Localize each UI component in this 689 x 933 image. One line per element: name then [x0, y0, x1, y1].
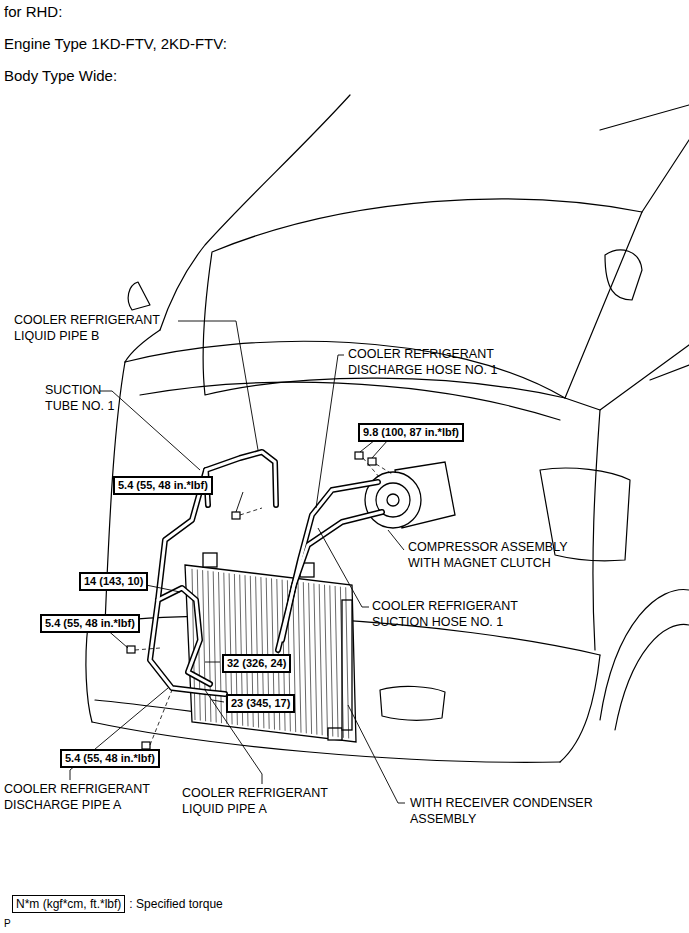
torque-box: 32 (326, 24)	[222, 654, 291, 673]
wheel	[615, 624, 689, 730]
heading-note: Body Type Wide:	[4, 68, 117, 84]
figure-code: P	[4, 916, 11, 932]
condenser-core	[185, 565, 356, 742]
part-name: COOLER REFRIGERANT LIQUID PIPE A	[182, 785, 350, 817]
fog-lamp	[380, 686, 445, 720]
bolt	[232, 512, 240, 519]
bolt	[142, 742, 150, 749]
torque-box: 14 (143, 10)	[79, 572, 148, 591]
fin-line	[319, 584, 322, 735]
roof-line	[600, 105, 689, 130]
pillar	[642, 140, 689, 212]
part-name: WITH RECEIVER CONDENSER ASSEMBLY	[410, 795, 622, 827]
leader-line	[205, 662, 220, 663]
suction-tube	[150, 470, 225, 694]
leader-line	[348, 705, 405, 803]
fin-line	[340, 587, 343, 738]
leader-line	[316, 355, 344, 508]
fin-line	[309, 583, 312, 734]
part-name: COOLER REFRIGERANT DISCHARGE PIPE A	[4, 781, 172, 813]
torque-value: 9.8 (100, 87 in.*lbf)	[363, 426, 459, 438]
fin-line	[203, 570, 206, 721]
bolt-axis	[135, 648, 160, 650]
liquid-pipe-a	[158, 588, 210, 684]
leader-line	[388, 530, 404, 550]
door-front	[593, 410, 600, 650]
heading-note: for RHD:	[4, 4, 62, 20]
torque-value: 14 (143, 10)	[84, 575, 143, 587]
mirror-left	[128, 282, 150, 310]
torque-box: 5.4 (55, 48 in.*lbf)	[40, 614, 140, 633]
bolt	[127, 646, 135, 653]
bolt-axis	[363, 458, 392, 478]
bumper-right	[560, 655, 600, 762]
part-name: SUCTION TUBE NO. 1	[45, 382, 137, 414]
fin-line	[330, 585, 333, 736]
torque-value: 23 (345, 17)	[231, 697, 290, 709]
bolt-axis	[240, 508, 262, 515]
part-name: COOLER REFRIGERANT LIQUID PIPE B	[14, 312, 179, 344]
fin-line	[192, 569, 195, 720]
fin-line	[219, 572, 222, 723]
torque-box: 9.8 (100, 87 in.*lbf)	[358, 423, 464, 442]
fin-line	[314, 583, 317, 734]
windshield	[203, 199, 642, 398]
mirror-right	[605, 250, 642, 300]
discharge-hose	[278, 482, 378, 650]
fin-line	[335, 586, 338, 737]
leader-line	[212, 700, 224, 702]
fin-line	[298, 582, 301, 733]
door-top	[565, 345, 689, 410]
hood-edge	[125, 341, 565, 398]
leader-line	[100, 391, 200, 470]
fin-line	[303, 582, 306, 733]
bracket	[328, 728, 342, 740]
wheel-arch	[600, 590, 689, 720]
legend-text: : Specified torque	[129, 897, 222, 911]
fin-line	[325, 585, 328, 736]
suction-hose	[282, 512, 382, 640]
torque-box: 5.4 (55, 48 in.*lbf)	[60, 749, 160, 768]
leader-line	[146, 585, 180, 592]
leader-line	[318, 528, 369, 607]
torque-value: 5.4 (55, 48 in.*lbf)	[45, 617, 135, 629]
torque-value: 5.4 (55, 48 in.*lbf)	[118, 479, 208, 491]
bolt	[368, 458, 376, 465]
hood-line	[140, 382, 560, 420]
torque-value: 32 (326, 24)	[227, 657, 286, 669]
condenser-fins	[192, 569, 349, 739]
leader-line	[236, 492, 243, 512]
roof-edge	[160, 95, 350, 330]
door-line	[650, 365, 689, 380]
unit-box: N*m (kgf*cm, ft.*lbf)	[12, 895, 125, 913]
bracket	[203, 553, 217, 567]
torque-value: 5.4 (55, 48 in.*lbf)	[65, 752, 155, 764]
bolt-axis	[150, 690, 172, 745]
hub	[387, 494, 399, 506]
heading-note: Engine Type 1KD-FTV, 2KD-FTV:	[4, 36, 227, 52]
part-name: COMPRESSOR ASSEMBLY WITH MAGNET CLUTCH	[408, 539, 583, 571]
torque-box: 23 (345, 17)	[226, 694, 295, 713]
part-name: COOLER REFRIGERANT DISCHARGE HOSE NO. 1	[348, 346, 526, 378]
part-name: COOLER REFRIGERANT SUCTION HOSE NO. 1	[372, 598, 540, 630]
bumper-end	[86, 625, 92, 722]
corner	[125, 330, 160, 362]
leader-line	[178, 321, 258, 450]
fin-line	[346, 587, 349, 738]
leader-line	[360, 440, 388, 458]
fin-line	[208, 571, 211, 722]
bolt	[355, 452, 363, 459]
torque-box: 5.4 (55, 48 in.*lbf)	[113, 476, 213, 495]
